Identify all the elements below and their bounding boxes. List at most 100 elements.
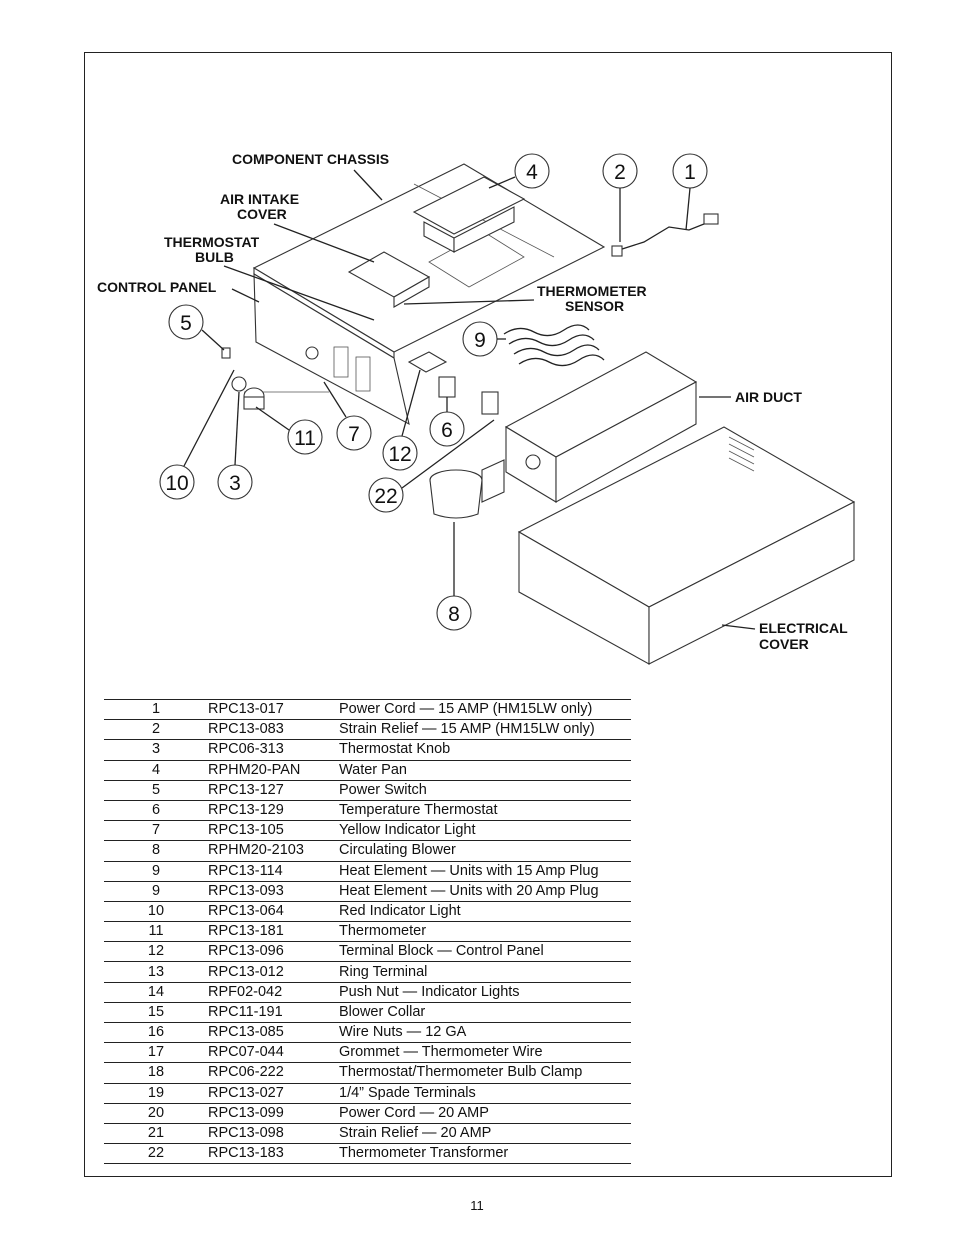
part-description: Blower Collar — [339, 1001, 631, 1023]
label-thermostat-line2: BULB — [195, 249, 234, 265]
callout-11: 11 — [255, 406, 323, 455]
part-description: Ring Terminal — [339, 961, 631, 983]
control-panel — [221, 273, 410, 426]
part-number-index: 16 — [104, 1021, 208, 1043]
part-description: Heat Element — Units with 15 Amp Plug — [339, 860, 631, 882]
part-code: RPC13-098 — [208, 1122, 339, 1144]
part-code: RPC13-083 — [208, 719, 339, 740]
part-code: RPC13-017 — [208, 698, 339, 720]
label-air-duct: AIR DUCT — [735, 389, 802, 405]
part-number-index: 10 — [104, 900, 208, 922]
svg-text:3: 3 — [229, 472, 241, 495]
part-code: RPC13-114 — [208, 860, 339, 882]
air-intake-cover — [347, 251, 431, 308]
part-number-index: 22 — [104, 1143, 208, 1165]
part-number-index: 19 — [104, 1082, 208, 1104]
callout-9: 9 — [462, 321, 506, 357]
part-description: Thermostat/Thermometer Bulb Clamp — [339, 1062, 631, 1084]
part-description: Red Indicator Light — [339, 900, 631, 922]
air-duct — [504, 351, 698, 503]
part-code: RPF02-042 — [208, 981, 339, 1003]
part-code: RPHM20-PAN — [208, 759, 339, 781]
part-description: Power Switch — [339, 779, 631, 801]
circulating-blower — [429, 459, 505, 519]
part-description: Thermometer Transformer — [339, 1143, 631, 1165]
callout-4: 4 — [488, 153, 550, 189]
part-description: Yellow Indicator Light — [339, 820, 631, 841]
label-control-panel: CONTROL PANEL — [97, 279, 217, 295]
part-number-index: 5 — [104, 779, 208, 801]
part-description: 1/4” Spade Terminals — [339, 1082, 631, 1104]
svg-text:9: 9 — [474, 329, 486, 352]
label-electrical-line1: ELECTRICAL — [759, 620, 848, 636]
part-code: RPC13-064 — [208, 900, 339, 922]
part-code: RPC13-127 — [208, 779, 339, 801]
part-description: Power Cord — 15 AMP (HM15LW only) — [339, 698, 631, 720]
label-air-intake-line2: COVER — [237, 206, 287, 222]
terminal-block — [407, 351, 499, 415]
part-code: RPC13-129 — [208, 799, 339, 821]
part-code: RPC07-044 — [208, 1042, 339, 1063]
part-description: Power Cord — 20 AMP — [339, 1102, 631, 1124]
part-code: RPC13-105 — [208, 820, 339, 841]
callout-8: 8 — [436, 522, 472, 631]
electrical-cover — [517, 426, 856, 665]
svg-text:22: 22 — [374, 485, 397, 508]
part-number-index: 7 — [104, 820, 208, 841]
svg-text:1: 1 — [684, 161, 696, 184]
heat-element — [503, 324, 605, 367]
part-number-index: 1 — [104, 698, 208, 720]
part-number-index: 14 — [104, 981, 208, 1003]
part-number-index: 13 — [104, 961, 208, 983]
svg-text:2: 2 — [614, 161, 626, 184]
component-chassis — [252, 163, 606, 359]
part-number-index: 8 — [104, 840, 208, 861]
part-number-index: 20 — [104, 1102, 208, 1124]
svg-text:11: 11 — [294, 427, 316, 450]
part-description: Temperature Thermostat — [339, 799, 631, 821]
part-code: RPC13-183 — [208, 1143, 339, 1165]
part-description: Terminal Block — Control Panel — [339, 941, 631, 962]
callout-6: 6 — [429, 397, 465, 447]
part-code: RPHM20-2103 — [208, 840, 339, 861]
part-code: RPC06-313 — [208, 739, 339, 761]
callout-10: 10 — [159, 369, 235, 500]
part-description: Heat Element — Units with 20 Amp Plug — [339, 880, 631, 902]
part-number-index: 9 — [104, 860, 208, 882]
part-number-index: 17 — [104, 1042, 208, 1063]
svg-text:8: 8 — [448, 603, 460, 626]
part-description: Strain Relief — 15 AMP (HM15LW only) — [339, 719, 631, 740]
label-component-chassis: COMPONENT CHASSIS — [232, 151, 389, 167]
callout-22: 22 — [368, 419, 495, 513]
callout-7: 7 — [323, 381, 372, 451]
page-frame — [84, 52, 892, 1177]
part-code: RPC13-181 — [208, 921, 339, 942]
callout-12: 12 — [382, 369, 421, 471]
part-description: Grommet — Thermometer Wire — [339, 1042, 631, 1063]
water-pan — [412, 176, 526, 253]
svg-text:10: 10 — [165, 472, 188, 495]
part-number-index: 15 — [104, 1001, 208, 1023]
part-number-index: 11 — [104, 921, 208, 942]
label-air-intake-line1: AIR INTAKE — [220, 191, 299, 207]
thermometer — [243, 387, 265, 410]
exploded-parts-diagram: COMPONENT CHASSIS AIR INTAKE COVER THERM… — [84, 52, 892, 692]
part-code: RPC06-222 — [208, 1062, 339, 1084]
part-number-index: 6 — [104, 799, 208, 821]
part-number-index: 2 — [104, 719, 208, 740]
label-thermometer-line1: THERMOMETER — [537, 283, 647, 299]
label-electrical-line2: COVER — [759, 636, 809, 652]
